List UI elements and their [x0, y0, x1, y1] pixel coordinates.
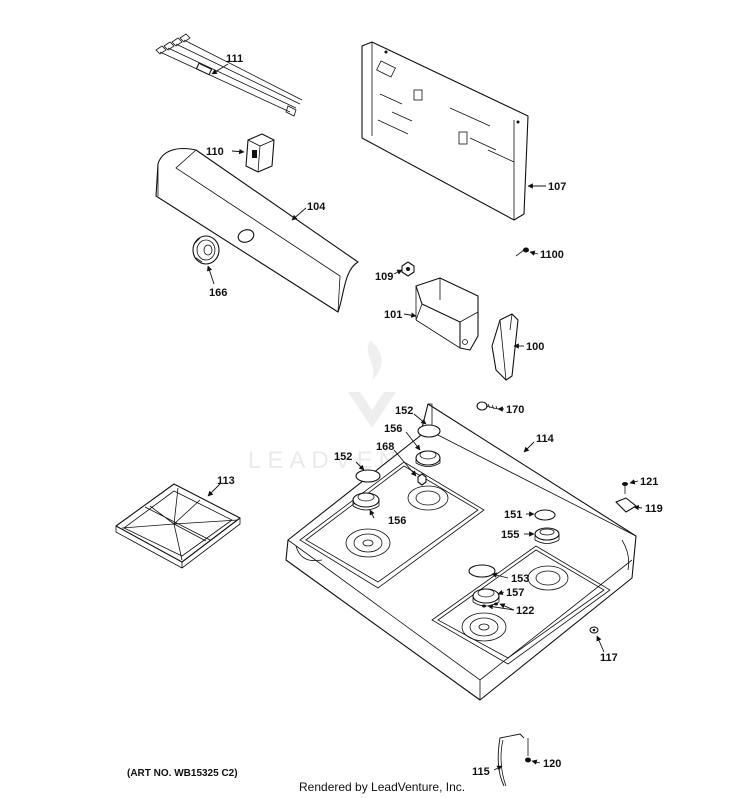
label-1100: 1100 — [540, 249, 564, 261]
label-104: 104 — [307, 201, 326, 213]
label-168: 168 — [376, 441, 394, 453]
part-168-orifice[interactable] — [417, 473, 427, 486]
label-100: 100 — [526, 341, 544, 353]
label-121: 121 — [640, 476, 658, 488]
label-111: 111 — [226, 53, 243, 65]
label-107: 107 — [548, 181, 566, 193]
label-101: 101 — [384, 309, 402, 321]
label-152-rear: 152 — [395, 405, 413, 417]
label-156-front: 156 — [388, 515, 406, 527]
part-153-burner-cap[interactable] — [468, 564, 496, 578]
label-153: 153 — [511, 573, 529, 585]
label-152-front: 152 — [334, 451, 352, 463]
label-115: 115 — [472, 766, 490, 778]
part-101-bracket[interactable] — [415, 277, 479, 351]
part-115-spring-wire[interactable] — [497, 733, 525, 787]
label-113: 113 — [217, 475, 235, 487]
part-156-burner-front[interactable] — [352, 492, 380, 511]
rendered-by-credit: Rendered by LeadVenture, Inc. — [299, 780, 466, 794]
label-117: 117 — [600, 652, 618, 664]
part-1100-screw[interactable] — [515, 247, 529, 257]
callout-labels: 111 107 110 104 166 1100 109 101 100 152… — [206, 53, 663, 778]
part-151-burner-cap[interactable] — [534, 509, 556, 521]
art-number: (ART NO. WB15325 C2) — [127, 768, 238, 779]
part-152-burner-cap-front[interactable] — [355, 469, 381, 483]
label-170: 170 — [506, 404, 524, 416]
label-114: 114 — [536, 433, 555, 445]
part-157-burner[interactable] — [472, 588, 500, 607]
part-120-screw[interactable] — [525, 738, 531, 763]
part-122-screws[interactable] — [482, 602, 498, 608]
label-119: 119 — [645, 503, 663, 515]
label-166: 166 — [209, 287, 227, 299]
label-109: 109 — [375, 271, 393, 283]
part-156-burner-rear[interactable] — [415, 450, 441, 467]
part-107-back-panel[interactable] — [361, 41, 529, 221]
part-113-grate[interactable] — [115, 483, 241, 569]
part-109-nut[interactable] — [401, 261, 415, 277]
label-156-rear: 156 — [384, 423, 402, 435]
label-157: 157 — [506, 587, 524, 599]
part-155-burner[interactable] — [534, 527, 560, 544]
label-122: 122 — [516, 605, 534, 617]
label-110: 110 — [206, 146, 224, 158]
part-170-screw[interactable] — [476, 401, 499, 411]
part-117-nut[interactable] — [589, 626, 599, 634]
part-166-knob[interactable] — [192, 235, 220, 265]
part-111-wire-harness[interactable] — [155, 33, 303, 117]
part-121-screw[interactable] — [622, 482, 628, 494]
part-100-side-bracket[interactable] — [491, 313, 519, 381]
part-104-control-panel[interactable] — [155, 147, 359, 313]
label-120: 120 — [543, 758, 561, 770]
label-155: 155 — [501, 529, 519, 541]
part-119-bracket[interactable] — [615, 497, 637, 513]
label-151: 151 — [504, 509, 522, 521]
part-110-switch[interactable] — [245, 133, 275, 173]
part-152-burner-cap-rear[interactable] — [417, 424, 441, 438]
